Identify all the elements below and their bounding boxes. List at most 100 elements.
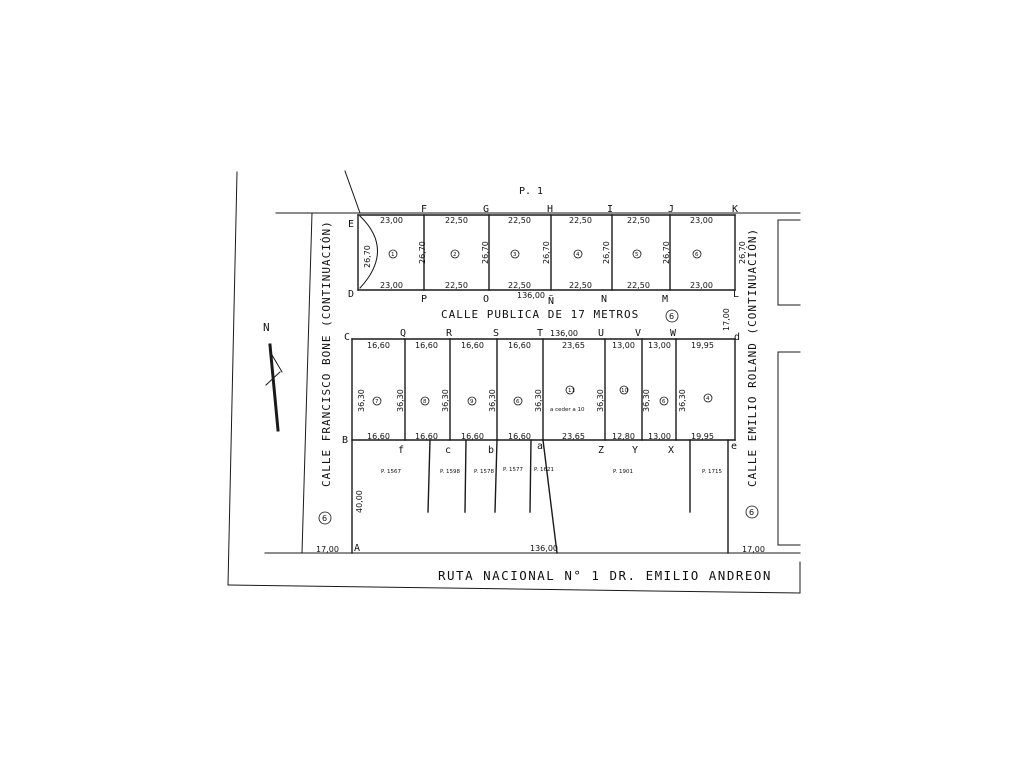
- parcel-label: P. 1598: [440, 469, 460, 475]
- depth-label: 26,70: [662, 241, 671, 264]
- lot-number: 9: [470, 399, 474, 405]
- lot-number: 11: [568, 388, 575, 394]
- street-top-label: CALLE PUBLICA DE 17 METROS: [441, 308, 639, 321]
- total-dim-label: 136,00: [550, 329, 578, 338]
- dim-label: 23,00: [690, 281, 713, 290]
- dim-label: 23,00: [380, 216, 403, 225]
- bottom-block-bottom-dims: 16,60 16,60 16,60 16,60 23,65 12,80 13,0…: [367, 432, 714, 441]
- vertex-label: a: [537, 441, 543, 452]
- vertex-label: Q: [400, 328, 406, 339]
- dim-label: 22,50: [627, 281, 650, 290]
- lot-number: 10: [621, 388, 628, 394]
- vertex-label: f: [398, 445, 404, 456]
- depth-label: 40,00: [355, 490, 364, 513]
- vertex-label: Y: [632, 445, 638, 456]
- lot-number: 1: [391, 252, 395, 258]
- dim-label: 13,00: [612, 341, 635, 350]
- vertex-label: K: [732, 204, 738, 215]
- route-label: RUTA NACIONAL N° 1 DR. EMILIO ANDREON: [438, 568, 772, 583]
- depth-label: 36,30: [534, 389, 543, 412]
- lot-number: 6: [695, 252, 699, 258]
- lot-number: 4: [576, 252, 580, 258]
- boundary-lines: [227, 170, 801, 594]
- vertex-label: M: [662, 294, 668, 305]
- total-dim-label: 136,00: [517, 291, 545, 300]
- dim-label: 23,00: [690, 216, 713, 225]
- depth-label: 36,30: [396, 389, 405, 412]
- dim-label: 16,60: [367, 341, 390, 350]
- depth-label: 36,30: [441, 389, 450, 412]
- street-width-label: 17,00: [742, 545, 765, 554]
- vertex-label: N: [601, 294, 607, 305]
- dim-label: 16,60: [415, 341, 438, 350]
- vertex-label: T: [537, 328, 543, 339]
- vertex-label: F: [421, 204, 427, 215]
- vertex-label: P: [421, 294, 427, 305]
- lot-number: 6: [662, 399, 666, 405]
- lot-number: 4: [706, 396, 710, 402]
- vertex-label: E: [348, 219, 354, 230]
- vertex-label: b: [488, 445, 494, 456]
- top-block-top-letters: E F G H I J K: [348, 204, 738, 230]
- lot-number: 3: [513, 252, 517, 258]
- bottom-block: [351, 338, 736, 554]
- top-block: [357, 214, 736, 291]
- vertex-label: R: [446, 328, 453, 339]
- depth-label: 26,70: [738, 241, 747, 264]
- vertex-label: J: [668, 204, 674, 215]
- dim-label: 13,00: [648, 432, 671, 441]
- depth-label: 36,30: [678, 389, 687, 412]
- depth-label: 26,70: [418, 241, 427, 264]
- dim-label: 12,80: [612, 432, 635, 441]
- dim-label: 16,60: [461, 432, 484, 441]
- depth-label: 26,70: [481, 241, 490, 264]
- lot-number: 5: [635, 252, 639, 258]
- dim-label: 22,50: [569, 216, 592, 225]
- dim-label: 23,65: [562, 432, 585, 441]
- depth-label: 36,30: [488, 389, 497, 412]
- top-block-depths: 26,70 26,70 26,70 26,70 26,70 26,70 26,7…: [363, 241, 747, 268]
- north-arrow: N: [263, 321, 283, 432]
- dim-label: 16,60: [508, 341, 531, 350]
- top-block-lots: 1 2 3 4 5 6: [388, 249, 702, 259]
- street-left-label: CALLE FRANCISCO BONE (CONTINUACIÓN): [320, 220, 333, 487]
- vertex-label: A: [354, 543, 360, 554]
- street-markers: 6 6 6: [318, 309, 759, 525]
- bottom-block-depths: 36,30 36,30 36,30 36,30 36,30 36,30 36,3…: [357, 389, 687, 412]
- parcel-label: P. 1567: [381, 469, 401, 475]
- dim-label: 19,95: [691, 432, 714, 441]
- dim-label: 22,50: [445, 281, 468, 290]
- north-label: N: [263, 321, 271, 334]
- dim-label: 23,65: [562, 341, 585, 350]
- dim-label: 23,00: [380, 281, 403, 290]
- top-block-top-dims: 23,00 22,50 22,50 22,50 22,50 23,00: [380, 216, 713, 225]
- parcel-label: P. 1577: [503, 467, 523, 473]
- bottom-block-top-letters: C Q R S T U V W d: [344, 328, 740, 343]
- dim-label: 22,50: [627, 216, 650, 225]
- dim-label: 22,50: [508, 281, 531, 290]
- street-marker: 6: [669, 312, 674, 321]
- parcel-label: P. 1901: [613, 469, 633, 475]
- vertex-label: U: [598, 328, 604, 339]
- dim-label: 22,50: [445, 216, 468, 225]
- street-marker: 6: [749, 508, 754, 517]
- vertex-label: G: [483, 204, 489, 215]
- vertex-label: D: [348, 289, 354, 300]
- lot-note: a ceder a 10: [550, 407, 585, 413]
- dim-label: 19,95: [691, 341, 714, 350]
- vertex-label: V: [635, 328, 641, 339]
- lot-number: 6: [516, 399, 520, 405]
- vertex-label: I: [607, 204, 613, 215]
- bottom-block-top-dims: 16,60 16,60 16,60 16,60 23,65 13,00 13,0…: [367, 329, 714, 350]
- vertex-label: B: [342, 435, 348, 446]
- vertex-label: L: [733, 289, 739, 300]
- dim-label: 22,50: [508, 216, 531, 225]
- vertex-label: W: [670, 328, 677, 339]
- lot-number: 8: [423, 399, 427, 405]
- bottom-block-lots: 7 8 9 6 11 10 6 4 a ceder a 10: [372, 385, 713, 413]
- street-marker: 6: [322, 514, 327, 523]
- dim-label: 16,60: [508, 432, 531, 441]
- dim-label: 13,00: [648, 341, 671, 350]
- parcel-label: P. 1621: [534, 467, 554, 473]
